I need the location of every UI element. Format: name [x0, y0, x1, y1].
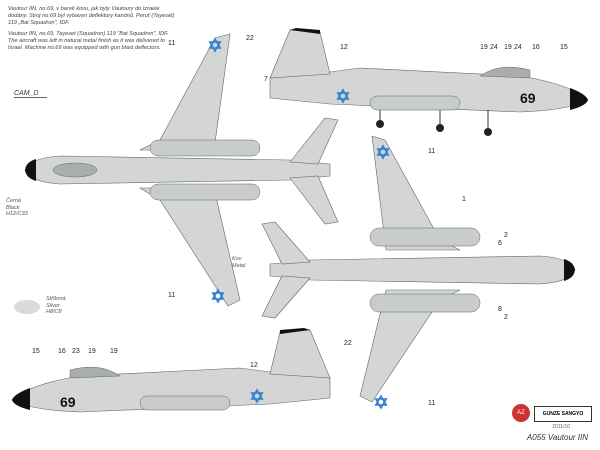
callout: 11 [168, 40, 176, 47]
star-icon [374, 395, 388, 409]
camouflage-label: CAM_D [14, 90, 47, 98]
callout: 11 [168, 292, 176, 299]
top-view-aircraft [24, 33, 339, 307]
callout: 24 [514, 44, 522, 51]
callout: 12 [250, 362, 258, 369]
callout: 23 [72, 348, 80, 355]
callout: 24 [490, 44, 498, 51]
silver-swatch [14, 300, 40, 314]
serial-number: 69 [60, 394, 76, 410]
legend-black: Černá Black H12/C33 [6, 198, 28, 217]
bottom-view-aircraft [261, 135, 576, 409]
description-czech: Vautour IIN, no.69, v barvě kovu, jak by… [8, 6, 175, 26]
product-code: A055 Vautour IIN [526, 433, 588, 442]
callout: 8 [498, 306, 502, 313]
callout: 16 [532, 44, 540, 51]
az-logo: AZ [512, 404, 530, 422]
callout: 6 [498, 240, 502, 247]
callout: 2 [504, 314, 508, 321]
legend-silver: Stříbrná Silver H8/C8 [46, 296, 66, 315]
callout: 16 [58, 348, 66, 355]
callout: 19 [88, 348, 96, 355]
callout: 1 [462, 196, 466, 203]
callout: 12 [340, 44, 348, 51]
callout: 15 [560, 44, 568, 51]
description-english: Vautour IIN, no.69, Tayeset (Squadron) 1… [8, 31, 169, 51]
callout: 15 [32, 348, 40, 355]
callout: 2 [504, 232, 508, 239]
description-block: Vautour IIN, no.69, v barvě kovu, jak by… [8, 6, 178, 56]
callout: 11 [428, 148, 436, 155]
brand-logos: AZ GUNZE SANGYO [512, 402, 592, 424]
side-view-bottom-aircraft [11, 328, 331, 413]
legend-metal: Kov Metal [232, 256, 246, 269]
callout: 22 [246, 35, 254, 42]
callout: 19 [504, 44, 512, 51]
side-view-top-aircraft [269, 28, 589, 136]
year: 2011/10 [552, 424, 570, 430]
gunze-sangyo-logo: GUNZE SANGYO [534, 406, 592, 422]
callout: 22 [344, 340, 352, 347]
callout: 7 [264, 76, 268, 83]
callout: 19 [480, 44, 488, 51]
callout: 19 [110, 348, 118, 355]
serial-number: 69 [520, 90, 536, 106]
callout: 11 [428, 400, 436, 407]
